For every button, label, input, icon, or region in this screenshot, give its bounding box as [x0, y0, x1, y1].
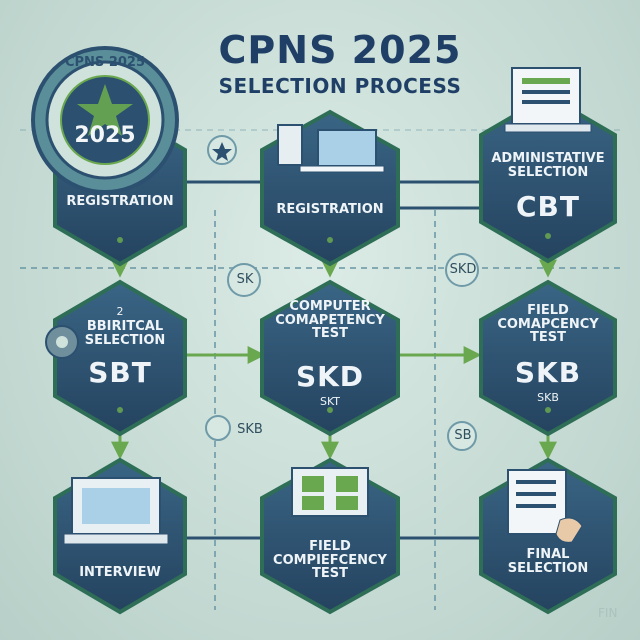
node-field-test-label: FIELD COMPIEFCENCY TEST: [273, 539, 387, 582]
node-registration-1-label: REGISTRATION: [66, 194, 174, 209]
badge-skd: SKD: [449, 262, 477, 277]
star-icon: [212, 142, 232, 161]
computer-desk-icon: [277, 124, 385, 173]
connectors: [185, 180, 482, 540]
node-skb-caption: FIELD COMAPCENCY TEST: [497, 303, 599, 346]
node-final-selection-label: FINAL SELECTION: [507, 547, 589, 576]
seal-year: 2025: [74, 123, 135, 148]
node-skd-title: SKD: [295, 360, 365, 393]
laptop-documents-icon: [504, 67, 592, 133]
page-subtitle: SELECTION PROCESS: [218, 74, 462, 98]
document-checklist-icon: [507, 469, 583, 543]
gear-icon: [45, 325, 79, 359]
seal-arc-text: CPNS 2025: [65, 55, 145, 70]
node-sbt-title: SBT: [88, 356, 152, 389]
badge-circles: [205, 135, 479, 451]
node-registration-2-label: REGISTRATION: [276, 202, 384, 217]
node-skb-title: SKB: [514, 356, 582, 389]
badge-skb: SKB: [237, 422, 263, 437]
node-cbt-caption: ADMINISTATIVE SELECTION: [491, 151, 605, 180]
badge-sk: SK: [236, 272, 254, 287]
node-skd-subtitle: SKT: [319, 395, 341, 408]
cpns-seal-icon: 2025 CPNS 2025: [31, 46, 179, 194]
monitor-icon: [291, 467, 369, 517]
badge-sb: SB: [454, 428, 472, 443]
node-sbt-number: 2: [116, 305, 124, 318]
node-interview-label: INTERVIEW: [79, 565, 161, 580]
node-skd-caption: COMPUTER COMAPETENCY TEST: [275, 299, 385, 342]
leaf-accents: [117, 233, 551, 413]
hexagon-skb: [479, 279, 617, 437]
watermark: FIN: [598, 606, 618, 620]
page-title: CPNS 2025: [218, 28, 462, 72]
hexagon-sbt: [53, 279, 187, 437]
node-sbt-caption: BBIRITCAL SELECTION: [84, 319, 166, 348]
hexagon-cbt: [479, 93, 617, 264]
node-cbt-title: CBT: [516, 190, 580, 223]
node-skb-subtitle: SKB: [537, 391, 559, 404]
interview-laptop-icon: [63, 477, 169, 545]
hexagon-skd: [260, 279, 400, 437]
